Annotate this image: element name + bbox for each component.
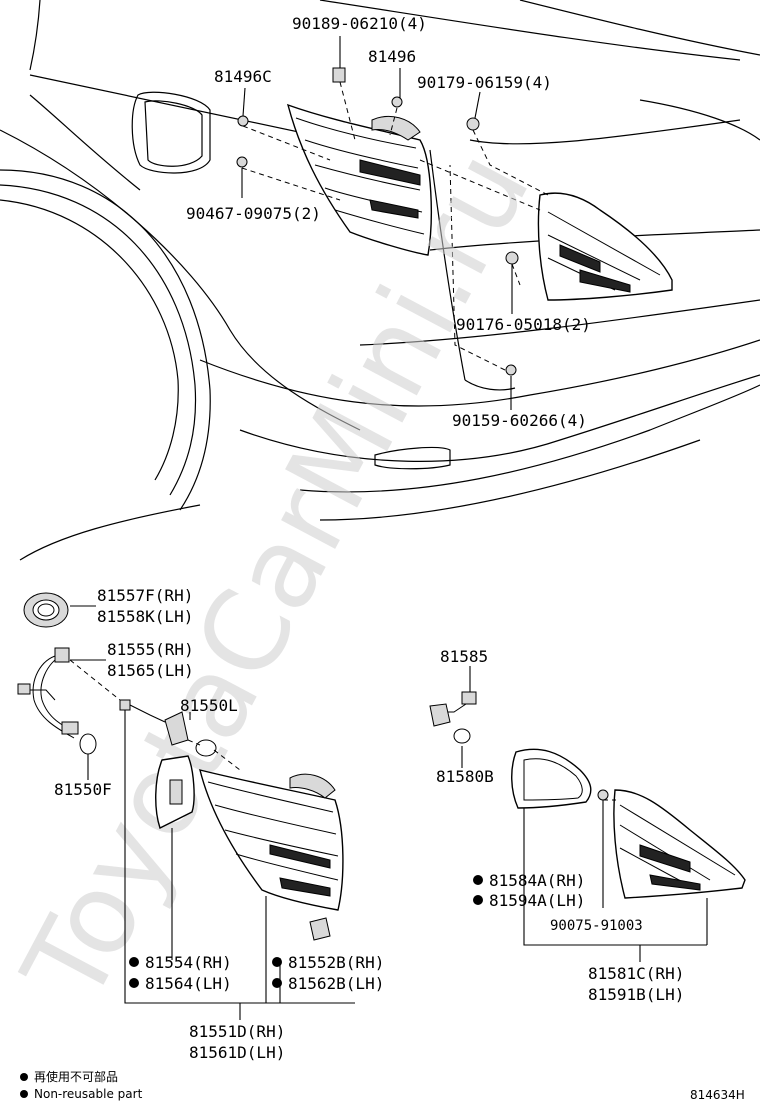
- leader-lines-upper: [241, 36, 513, 410]
- lamp-components-left: [17, 592, 344, 941]
- labels-upper: 90189-06210(4) 81496 81496C 90179-06159(…: [186, 14, 591, 430]
- assembly-lines-lower-left: [69, 659, 241, 771]
- label-81591b: 81591B(LH): [588, 985, 684, 1004]
- label-81554: 81554(RH): [145, 953, 232, 972]
- label-81562b: 81562B(LH): [288, 974, 384, 993]
- label-81584a: 81584A(RH): [489, 871, 585, 890]
- legend-line-en: Non-reusable part: [34, 1087, 143, 1101]
- non-reusable-dot-81584a: [473, 875, 483, 885]
- legend: 再使用不可部品 Non-reusable part: [20, 1069, 143, 1101]
- label-81557f: 81557F(RH): [97, 586, 193, 605]
- label-81496: 81496: [368, 47, 416, 66]
- labels-lower-right: 81585 81580B 81584A(RH) 81594A(LH) 90075…: [436, 647, 684, 1004]
- diagram-id: 814634H: [690, 1088, 745, 1102]
- label-81550f: 81550F: [54, 780, 112, 799]
- non-reusable-dot-81562b: [272, 978, 282, 988]
- label-90176-05018: 90176-05018(2): [456, 315, 591, 334]
- screw-90075: [597, 789, 609, 801]
- body-tail-lamp: [286, 103, 432, 256]
- labels-lower-left: 81557F(RH) 81558K(LH) 81555(RH) 81565(LH…: [54, 586, 384, 1062]
- label-81496c: 81496C: [214, 67, 272, 86]
- nut-81496c: [237, 115, 249, 127]
- non-reusable-dot-81552b: [272, 957, 282, 967]
- tail-lamp-81551d: [199, 769, 344, 911]
- screw-90467: [236, 156, 248, 168]
- label-81551d: 81551D(RH): [189, 1022, 285, 1041]
- gasket-81584a: [511, 748, 592, 809]
- label-81558k: 81558K(LH): [97, 607, 193, 626]
- screw-90159: [505, 364, 517, 376]
- label-81552b: 81552B(RH): [288, 953, 384, 972]
- nut-81496: [391, 96, 403, 108]
- label-81581c: 81581C(RH): [588, 964, 684, 983]
- leader-lines-lower-left: [70, 605, 355, 1020]
- bulb-81580b: [453, 728, 471, 744]
- lamp-components-right: [429, 691, 746, 899]
- label-90467-09075: 90467-09075(2): [186, 204, 321, 223]
- body-tailgate-lamp: [537, 192, 673, 301]
- label-81550l: 81550L: [180, 696, 238, 715]
- legend-dot-2: [20, 1090, 28, 1098]
- fasteners-upper: [236, 67, 519, 376]
- non-reusable-dot-81564: [129, 978, 139, 988]
- leader-lines-lower-right: [461, 666, 708, 962]
- non-reusable-dot-81554: [129, 957, 139, 967]
- label-90159-60266: 90159-60266(4): [452, 411, 587, 430]
- clip-90189: [332, 67, 346, 83]
- label-81585: 81585: [440, 647, 488, 666]
- legend-line-jp: 再使用不可部品: [34, 1069, 118, 1084]
- label-90179-06159: 90179-06159(4): [417, 73, 552, 92]
- bulb-81550f: [79, 733, 97, 755]
- bulb-81550l: [195, 739, 217, 757]
- label-81555: 81555(RH): [107, 640, 194, 659]
- label-81580b: 81580B: [436, 767, 494, 786]
- legend-dot-1: [20, 1073, 28, 1081]
- label-81565: 81565(LH): [107, 661, 194, 680]
- seal-81552b: [309, 917, 331, 941]
- label-90075-91003: 90075-91003: [550, 918, 643, 934]
- nut-90179: [466, 117, 480, 131]
- non-reusable-dot-81594a: [473, 895, 483, 905]
- assembly-lines-upper: [241, 81, 549, 371]
- label-81561d: 81561D(LH): [189, 1043, 285, 1062]
- label-81594a: 81594A(LH): [489, 891, 585, 910]
- label-81564: 81564(LH): [145, 974, 232, 993]
- tailgate-lamp-81581c: [613, 789, 746, 899]
- label-90189-06210: 90189-06210(4): [292, 14, 427, 33]
